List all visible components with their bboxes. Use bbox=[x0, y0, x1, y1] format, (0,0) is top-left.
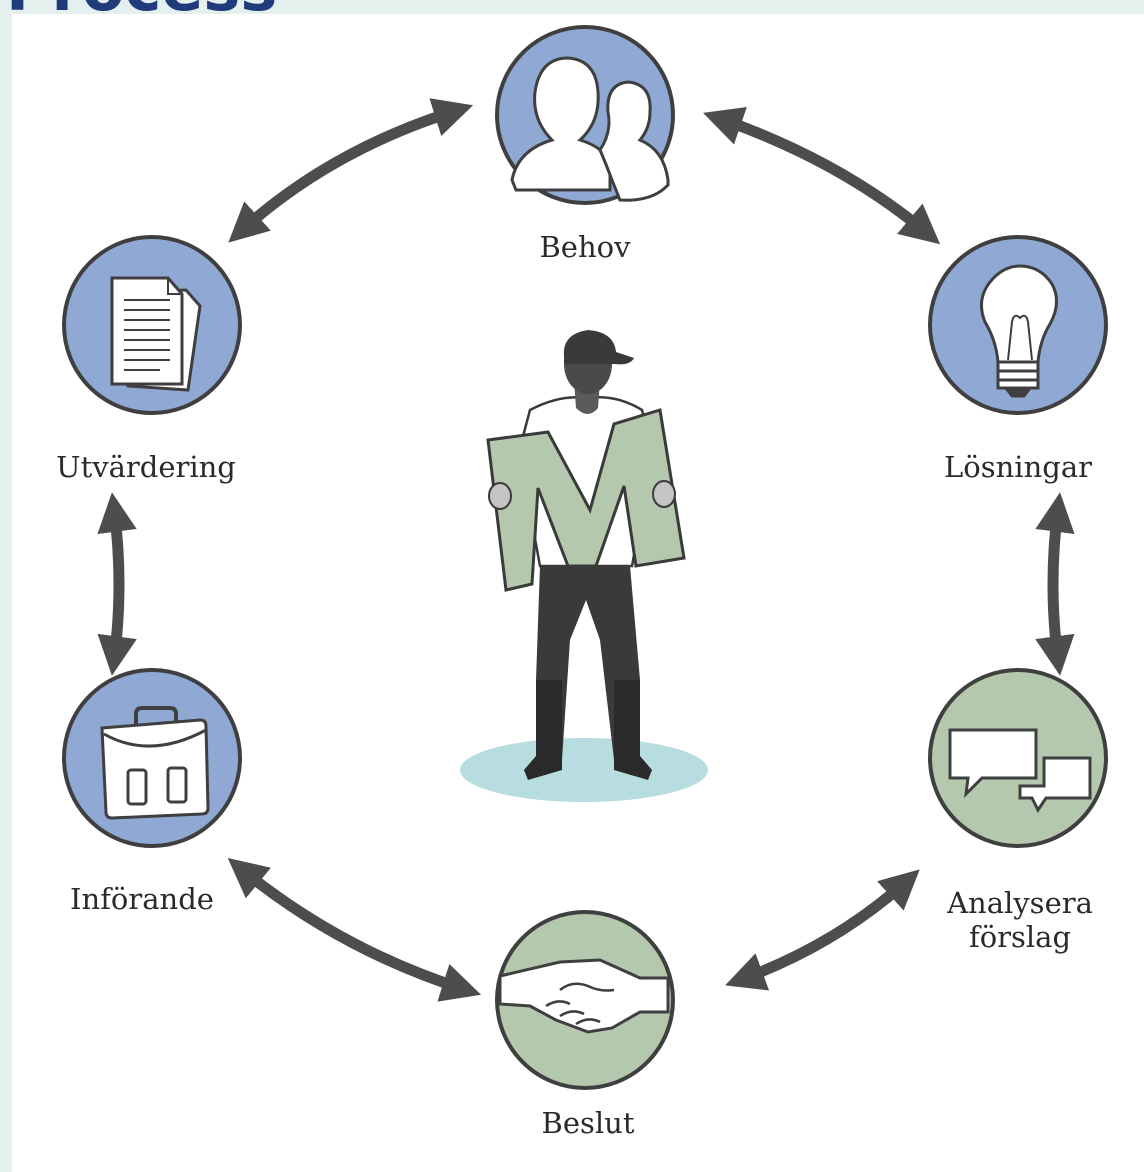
stage-label-inforande: Införande bbox=[70, 882, 214, 916]
stage-utvardering bbox=[62, 235, 242, 415]
stage-behov bbox=[495, 25, 675, 205]
stage-label-beslut: Beslut bbox=[541, 1106, 635, 1140]
stage-label-behov: Behov bbox=[539, 230, 631, 264]
person-holding-m-icon bbox=[460, 330, 708, 802]
stage-beslut bbox=[495, 910, 675, 1090]
stage-inforande bbox=[62, 668, 242, 848]
stage-label-utvardering: Utvärdering bbox=[56, 450, 236, 484]
arrow-inforande-utvardering bbox=[97, 492, 137, 676]
handshake-icon bbox=[498, 958, 670, 1034]
cycle-arrows bbox=[97, 98, 1075, 1002]
left-edge-strip bbox=[0, 0, 12, 1172]
arrow-beslut-inforande bbox=[227, 857, 482, 1002]
stage-label-analysera-line2: förslag bbox=[968, 920, 1072, 954]
speech-bubbles-icon bbox=[948, 728, 1092, 813]
letter-m-shape bbox=[486, 408, 686, 592]
stage-label-analysera: Analysera förslag bbox=[947, 886, 1093, 954]
lightbulb-icon bbox=[979, 264, 1058, 398]
people-icon bbox=[510, 56, 670, 202]
stage-losningar bbox=[928, 235, 1108, 415]
floor-shadow bbox=[460, 738, 708, 802]
arrow-losningar-analysera bbox=[1035, 492, 1075, 676]
briefcase-icon bbox=[100, 706, 210, 820]
arrow-analysera-beslut bbox=[725, 869, 920, 991]
stage-analysera bbox=[928, 668, 1108, 848]
documents-icon bbox=[110, 276, 202, 392]
arrow-behov-losningar bbox=[703, 107, 941, 245]
arrow-utvardering-behov bbox=[228, 98, 474, 243]
stage-label-analysera-line1: Analysera bbox=[947, 886, 1093, 920]
page-heading: Process bbox=[6, 0, 277, 20]
top-edge-strip bbox=[0, 0, 1144, 14]
stage-label-losningar: Lösningar bbox=[944, 450, 1092, 484]
